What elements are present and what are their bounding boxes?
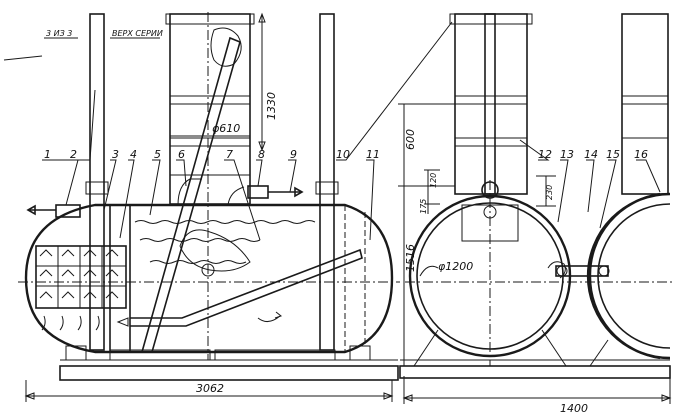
liquid-level	[134, 220, 316, 224]
callout-leaders	[3, 21, 661, 241]
callout-13: 13	[560, 148, 574, 161]
callout-6: 6	[178, 148, 185, 161]
callout-3: 3	[112, 148, 119, 161]
side-view	[398, 13, 675, 404]
outlet-nozzle	[247, 185, 304, 199]
header-notes: 3 ИЗ 3 ВЕРХ СЕРИИ	[44, 29, 163, 39]
dim-hatch-height: 230	[545, 185, 554, 200]
callout-15: 15	[606, 148, 620, 161]
dim-tank-diameter: φ1200	[438, 260, 473, 273]
dim-neck-b: 175	[419, 199, 428, 214]
callout-8: 8	[258, 148, 265, 161]
dim-overall-width: 1400	[560, 402, 588, 415]
dim-neck-a: 120	[429, 173, 438, 188]
header-note-left: 3 ИЗ 3	[46, 29, 72, 38]
inclined-pipe	[130, 248, 363, 327]
filter-tower	[140, 13, 255, 353]
inlet-nozzle	[26, 204, 81, 218]
callout-7: 7	[226, 148, 233, 161]
base-skid	[59, 365, 399, 381]
header-note-right: ВЕРХ СЕРИИ	[112, 29, 163, 38]
callout-10: 10	[336, 148, 350, 161]
callout-4: 4	[130, 148, 137, 161]
tank-shell	[24, 203, 394, 354]
callout-numbers: 1 2 3 4 5 6 7 8 9 10 11 12 13 14 15 16	[44, 148, 648, 161]
callout-1: 1	[44, 148, 51, 161]
callout-9: 9	[290, 148, 297, 161]
dim-upper-height: 600	[404, 129, 417, 150]
callout-12: 12	[538, 148, 552, 161]
dim-tower-height: 1330	[265, 92, 278, 120]
callout-14: 14	[584, 148, 598, 161]
callout-5: 5	[154, 148, 161, 161]
callout-11: 11	[366, 148, 380, 161]
dim-tower-diameter: φ610	[212, 122, 240, 135]
dimension-labels: 3062 1400 φ610 φ1200 1330 1516 600 120 1…	[196, 92, 588, 415]
front-view	[18, 12, 400, 402]
callout-16: 16	[634, 148, 648, 161]
callout-2: 2	[70, 148, 77, 161]
filter-media-block	[35, 245, 127, 331]
dim-overall-length: 3062	[196, 382, 224, 395]
side-tower	[449, 13, 533, 242]
dim-side-height: 1516	[404, 244, 417, 272]
